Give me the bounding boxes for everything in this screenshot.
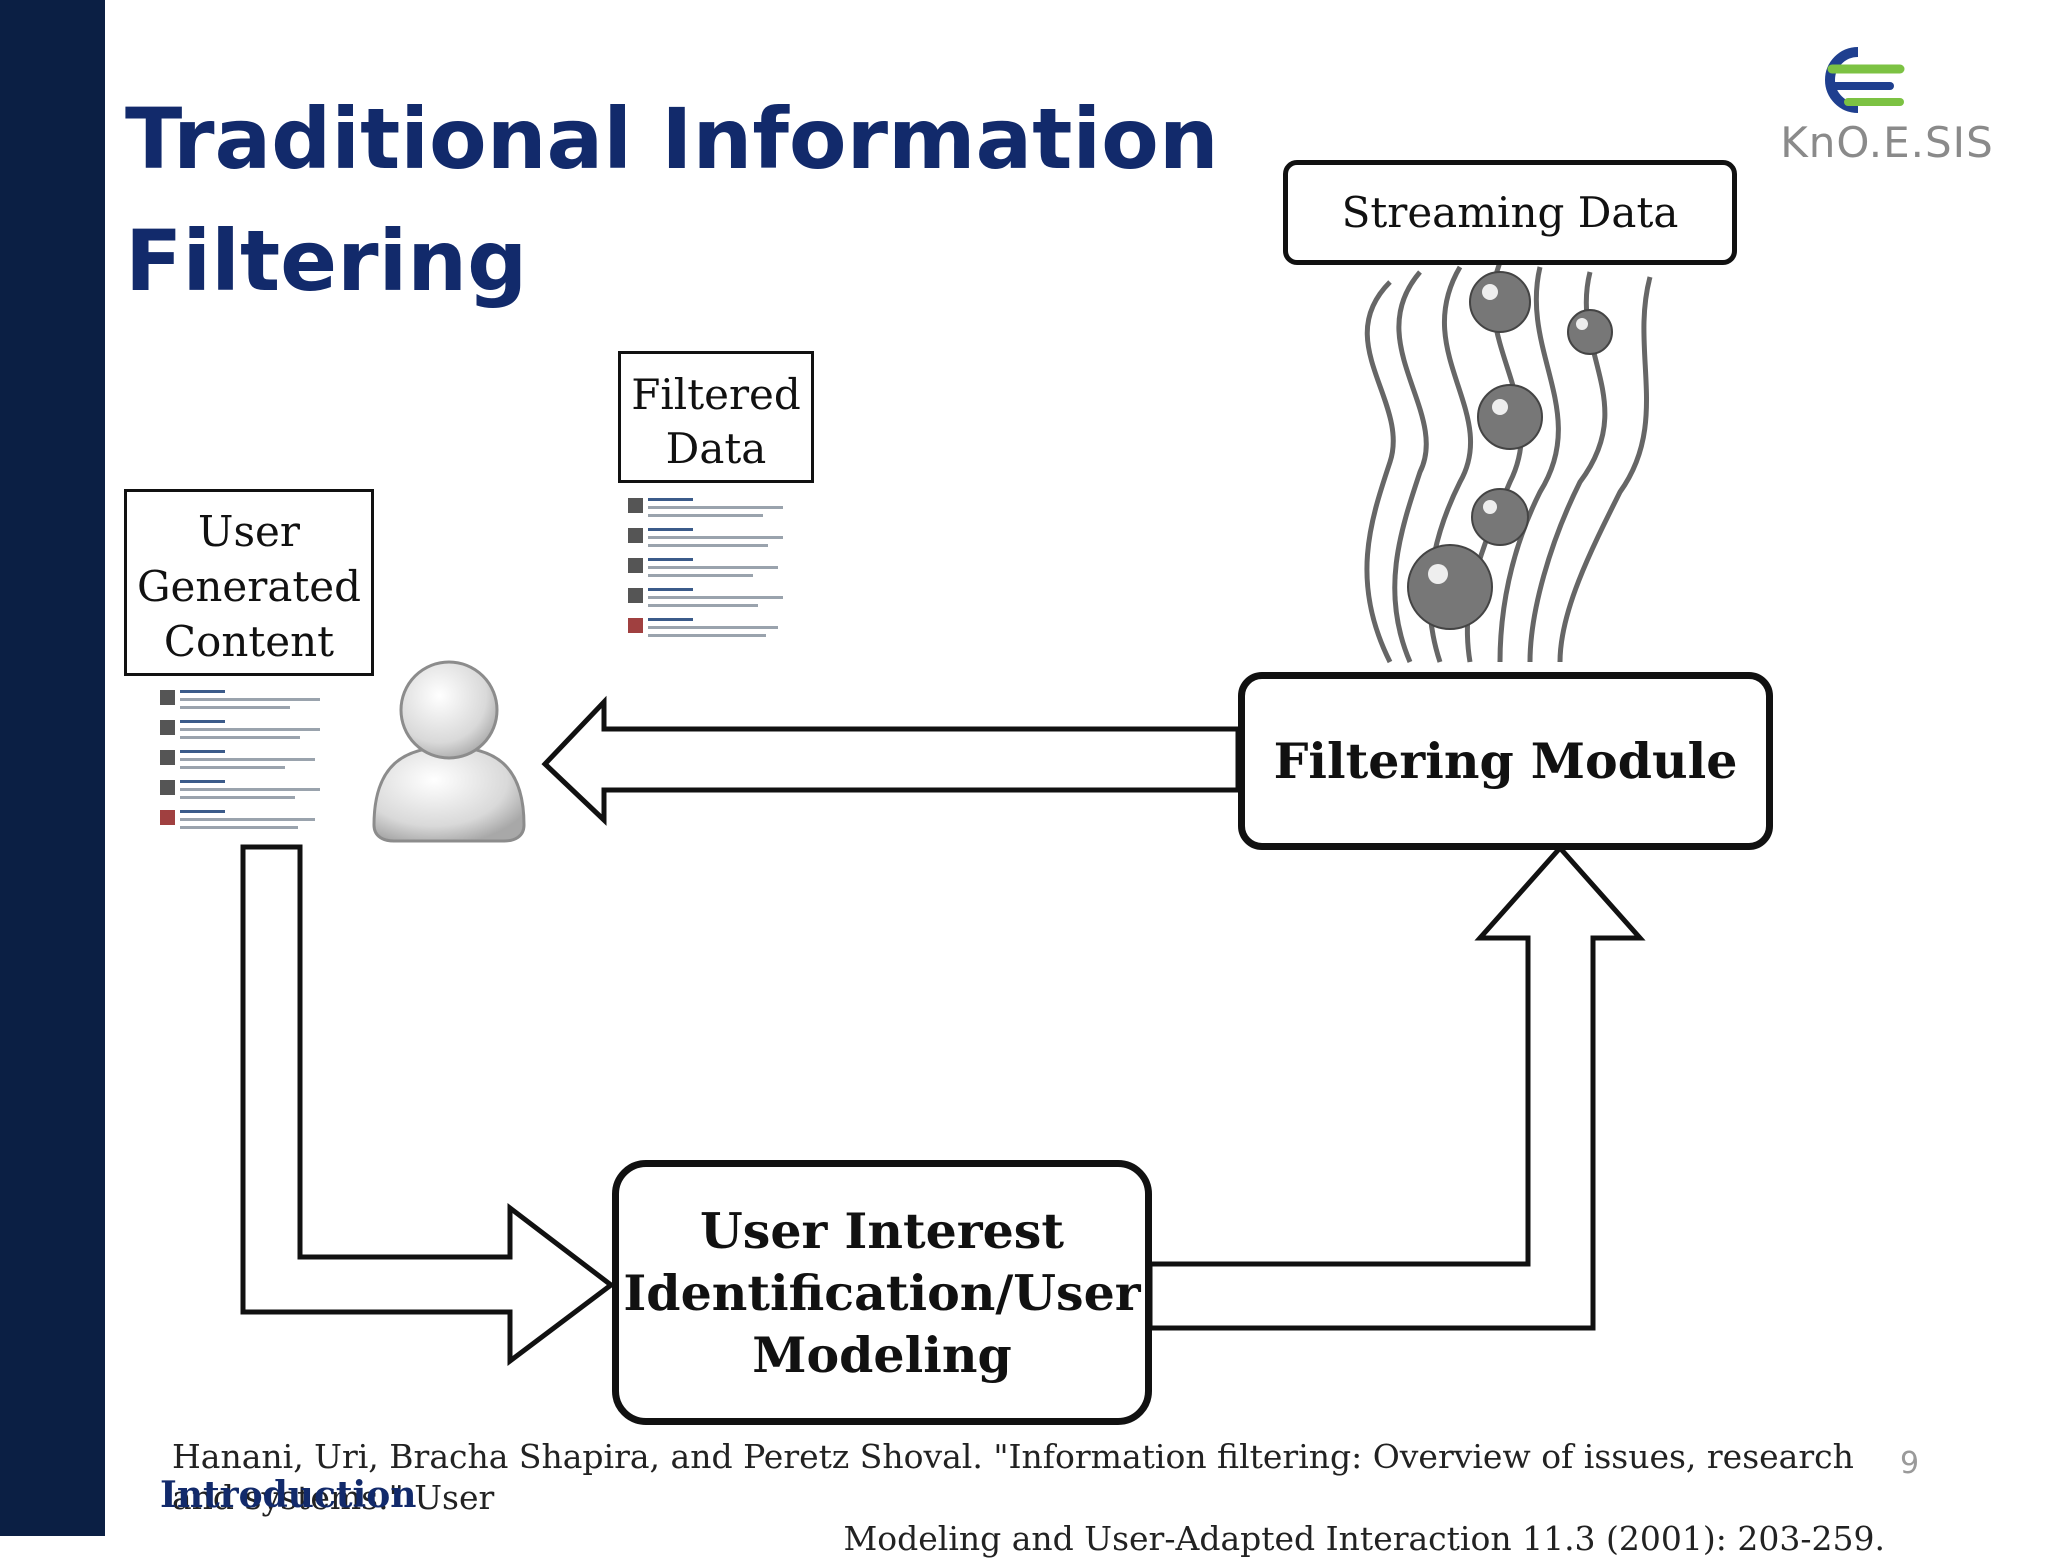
left-sidebar-bar: [0, 0, 105, 1536]
filtering-module-box: Filtering Module: [1238, 672, 1773, 850]
tweet-item: [628, 616, 800, 644]
citation-line-2: Modeling and User-Adapted Interaction 11…: [843, 1519, 1885, 1558]
user-modeling-box: User Interest Identification/User Modeli…: [612, 1160, 1152, 1425]
filtering-module-label: Filtering Module: [1273, 732, 1738, 790]
logo-text: KnO.E.SIS: [1780, 118, 1994, 167]
filtered-data-label: Filtered Data: [618, 351, 814, 483]
user-avatar-icon: [372, 660, 526, 843]
streaming-data-text: Streaming Data: [1341, 188, 1679, 237]
tweet-item: [628, 526, 800, 554]
tweet-item: [628, 586, 800, 614]
title-line-1: Traditional Information: [125, 90, 1219, 188]
title-line-2: Filtering: [125, 212, 528, 310]
slide-number: 9: [1900, 1446, 1920, 1481]
arrow-to-filtering-module: [1147, 844, 1646, 1331]
filtered-data-line-2: Data: [665, 424, 767, 473]
arrow-to-user-modeling: [240, 844, 616, 1367]
tweet-item: [628, 496, 800, 524]
user-modeling-line-2: Identification/User: [623, 1263, 1141, 1322]
streaming-data-graphic: [1364, 262, 1653, 664]
tweet-item: [160, 778, 338, 806]
user-modeling-line-1: User Interest: [700, 1201, 1064, 1260]
filtered-data-line-1: Filtered: [631, 370, 801, 419]
tweet-item: [160, 808, 338, 836]
tweet-item: [160, 718, 338, 746]
slide-title: Traditional Information Filtering: [125, 78, 1225, 322]
ugc-line-3: Content: [163, 617, 335, 666]
citation: Hanani, Uri, Bracha Shapira, and Peretz …: [160, 1436, 1885, 1559]
tweet-item: [628, 556, 800, 584]
tweet-item: [160, 688, 338, 716]
ugc-line-1: User: [198, 507, 300, 556]
knoesis-logo: [1825, 47, 1905, 113]
tweet-item: [160, 748, 338, 776]
user-generated-content-tweets: [160, 686, 338, 836]
section-label: Introduction: [160, 1474, 417, 1516]
citation-line-1: Hanani, Uri, Bracha Shapira, and Peretz …: [172, 1437, 1854, 1517]
arrow-to-user: [541, 695, 1241, 826]
streaming-data-label: Streaming Data: [1283, 160, 1737, 265]
ugc-line-2: Generated: [136, 562, 362, 611]
user-modeling-line-3: Modeling: [752, 1325, 1012, 1384]
filtered-data-tweets: [628, 494, 800, 646]
user-generated-content-label: User Generated Content: [124, 489, 374, 676]
